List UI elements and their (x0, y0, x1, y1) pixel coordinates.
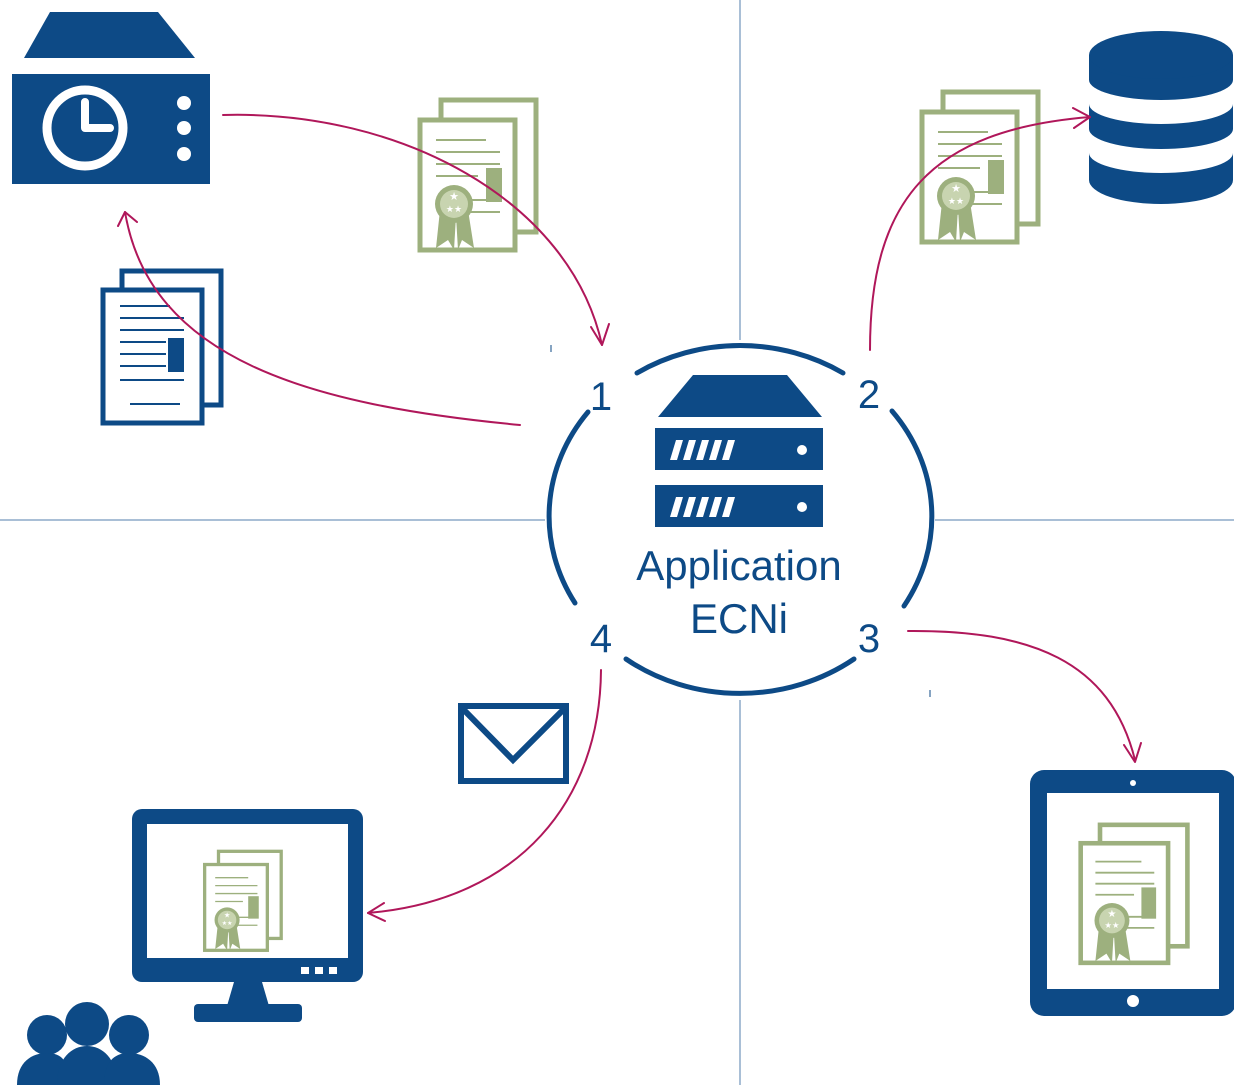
center-label-line1: Application (636, 542, 841, 589)
server-icon (655, 375, 823, 527)
step-3-label: 3 (858, 617, 880, 661)
certificate-icon (1081, 825, 1188, 963)
step-4-label: 4 (590, 617, 612, 661)
arrow-app-to-timestamp (124, 211, 521, 426)
users-icon (17, 1002, 160, 1085)
arrow-app-to-tablet (907, 629, 1136, 761)
certificate-icon (202, 849, 283, 952)
step-1-label: 1 (590, 375, 612, 419)
timestamp-server-icon (12, 12, 210, 184)
arrow-app-to-database (869, 116, 1091, 351)
document-icon (100, 268, 224, 426)
step-2-label: 2 (858, 373, 880, 417)
arrow-timestamp-to-app (222, 113, 603, 346)
envelope-icon (458, 703, 569, 784)
center-label-line2: ECNi (690, 595, 788, 642)
certificate-icon (420, 100, 536, 250)
certificate-icon (922, 92, 1038, 242)
database-icon (1089, 31, 1233, 204)
center-ring (546, 343, 935, 696)
arrow-app-to-monitor (367, 669, 602, 914)
flow-arrows (117, 107, 1142, 922)
